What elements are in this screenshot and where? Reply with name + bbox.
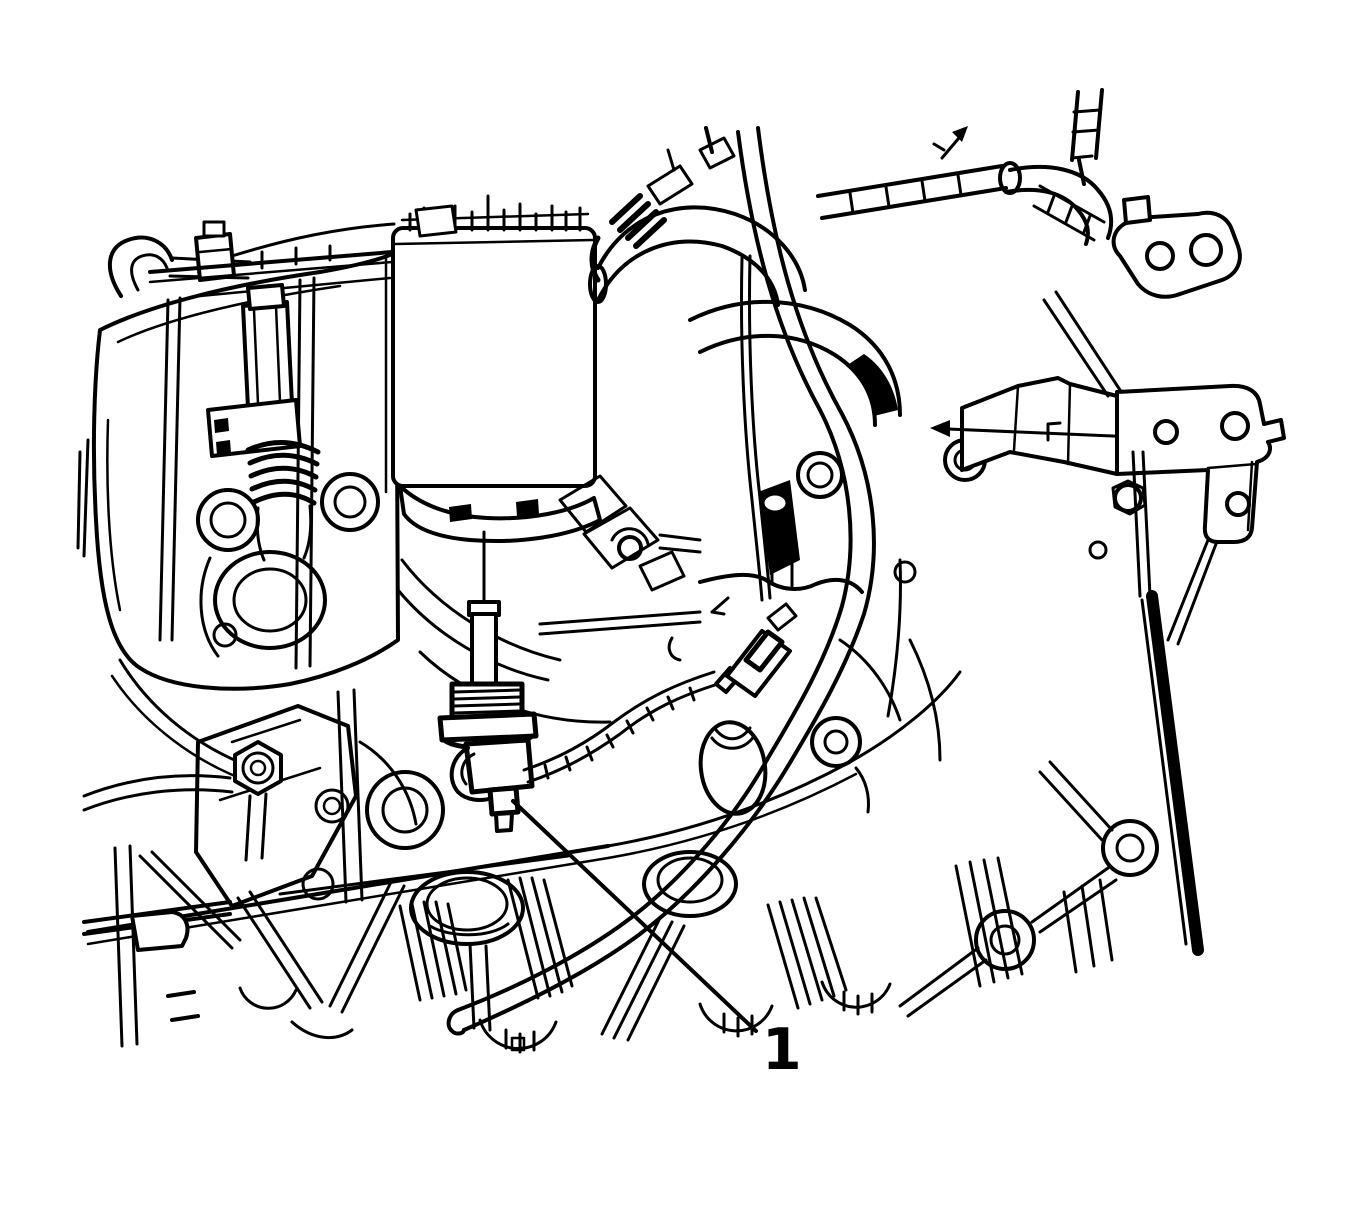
module-box	[384, 194, 602, 544]
sensor-harness	[522, 602, 798, 784]
engine-right-edge	[898, 450, 1204, 1018]
bracket-arm	[960, 376, 1119, 476]
lower-left-corner	[82, 658, 262, 1048]
bracket-plate	[1115, 383, 1286, 544]
mount-bracket	[930, 376, 1286, 646]
module-hatching	[400, 194, 590, 238]
rib-hatching	[398, 856, 1024, 1042]
ignition-coil	[196, 283, 380, 658]
callout-label-1: 1	[762, 1017, 802, 1083]
bore-openings	[301, 850, 738, 946]
leader-line	[511, 799, 758, 1033]
two-hole-bracket	[1032, 154, 1242, 398]
sensor	[437, 530, 539, 833]
upper-hoses	[588, 88, 1114, 602]
lower-engine-block	[86, 670, 1024, 1054]
lower-left-bracket	[194, 688, 445, 908]
valve-cover	[76, 250, 400, 691]
bracket-bolt	[1122, 195, 1152, 225]
callout: 1	[511, 799, 802, 1083]
